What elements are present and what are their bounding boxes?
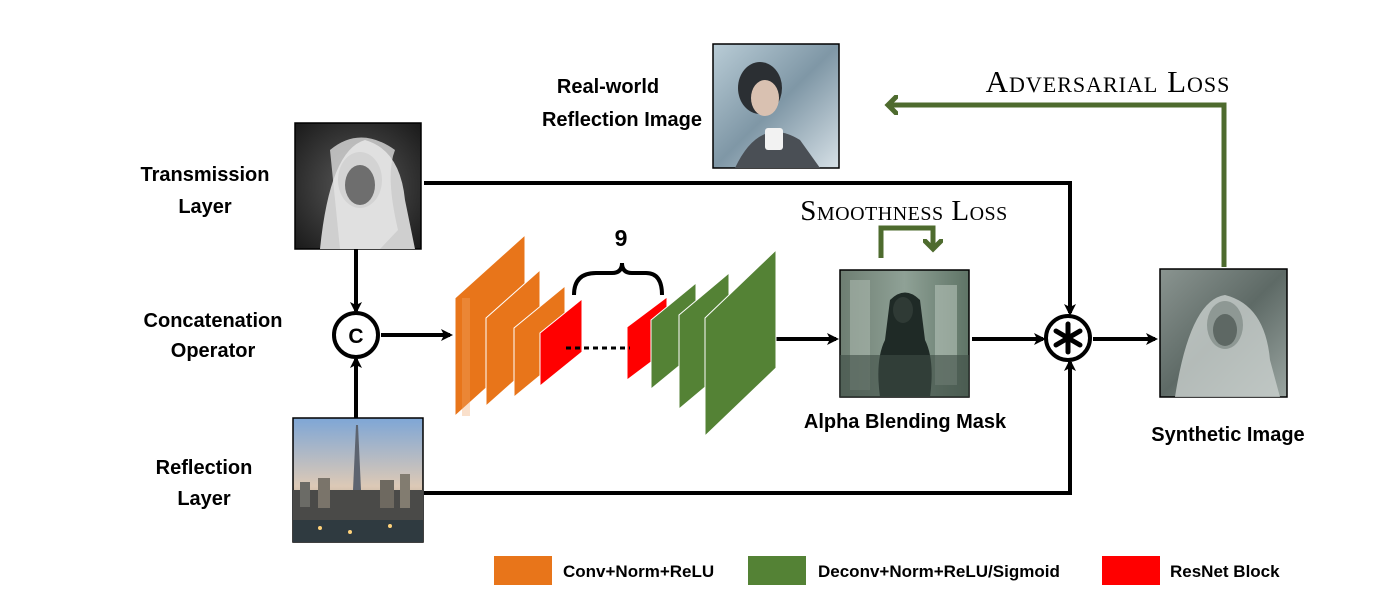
- svg-text:C: C: [348, 325, 363, 348]
- svg-text:Conv+Norm+ReLU: Conv+Norm+ReLU: [563, 562, 714, 581]
- reflection-line: [424, 359, 1076, 495]
- transmission-layer-image: [294, 122, 422, 250]
- adversarial-loss-arrow: [890, 105, 1227, 267]
- legend-item-deconv: Deconv+Norm+ReLU/Sigmoid: [748, 556, 1060, 585]
- real-world-label-line2: Reflection Image: [542, 109, 702, 131]
- resnet-brace: [572, 262, 664, 296]
- alpha-mask-label: Alpha Blending Mask: [804, 411, 1007, 433]
- alpha-blending-mask-image: [839, 269, 970, 398]
- real-world-reflection-image: [712, 43, 840, 169]
- adversarial-loss-label: Adversarial Loss: [986, 64, 1231, 99]
- reflection-label-line2: Layer: [177, 488, 231, 510]
- concatenation-operator: C: [332, 311, 380, 359]
- svg-text:ResNet Block: ResNet Block: [1170, 562, 1280, 581]
- synthetic-label: Synthetic Image: [1151, 424, 1304, 446]
- blend-operator: [1044, 314, 1092, 362]
- synthetic-image: [1159, 268, 1288, 398]
- decoder-deconv-blocks: [650, 248, 777, 438]
- smoothness-loss-label: Smoothness Loss: [800, 195, 1008, 227]
- concat-label-line2: Operator: [171, 340, 256, 362]
- real-world-label-line1: Real-world: [557, 76, 659, 98]
- legend: Conv+Norm+ReLU Deconv+Norm+ReLU/Sigmoid …: [494, 556, 1280, 585]
- reflection-label-line1: Reflection: [156, 457, 253, 479]
- legend-item-resnet: ResNet Block: [1102, 556, 1280, 585]
- legend-item-conv: Conv+Norm+ReLU: [494, 556, 714, 585]
- transmission-label-line2: Layer: [178, 196, 232, 218]
- concat-label-line1: Concatenation: [144, 310, 283, 332]
- svg-text:Deconv+Norm+ReLU/Sigmoid: Deconv+Norm+ReLU/Sigmoid: [818, 562, 1060, 581]
- smoothness-loss-arrow: [878, 225, 933, 258]
- transmission-label-line1: Transmission: [141, 164, 270, 186]
- transmission-line: [424, 181, 1076, 316]
- reflection-layer-image: [292, 417, 424, 543]
- resnet-count-label: 9: [615, 225, 628, 251]
